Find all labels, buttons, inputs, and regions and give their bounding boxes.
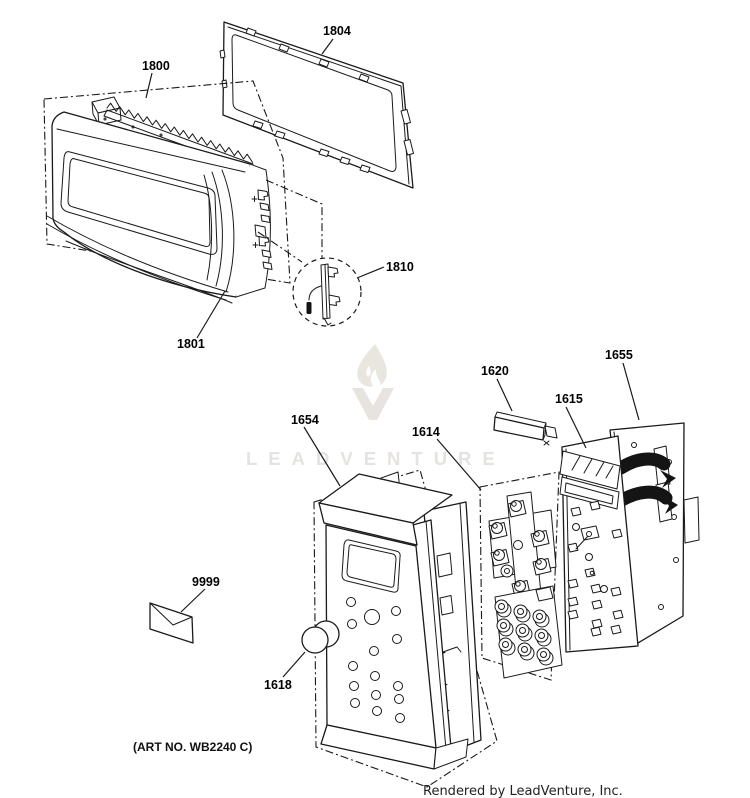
callout-labels: 1800 1804 1801 1810 1620 1615 1655 1654 …: [142, 24, 633, 692]
part-label-1655[interactable]: 1655: [605, 348, 633, 362]
part-label-1801[interactable]: 1801: [177, 337, 205, 351]
door-latch-edge: [251, 189, 273, 270]
display-lens-part-1620: [493, 411, 558, 446]
lower-button-cluster: [494, 585, 563, 679]
door-assembly-part-1800: [43, 80, 291, 304]
literature-envelope-9999: [149, 602, 194, 644]
lower-buttons: [494, 599, 554, 666]
smart-board-part-1615: [559, 435, 639, 653]
part-label-1654[interactable]: 1654: [291, 413, 319, 427]
mounting-straps: [614, 452, 678, 514]
part-label-1620[interactable]: 1620: [481, 364, 509, 378]
door-assembly-boundary: [43, 80, 291, 284]
art-number-text: (ART NO. WB2240 C): [133, 740, 252, 754]
leader-lines: [145, 38, 640, 678]
door-frame-part-1804: [219, 21, 414, 189]
door-handle-curves: [46, 215, 233, 304]
dial-knob-1618: [301, 620, 340, 654]
keypad-button-holes: [346, 597, 405, 723]
part-label-1618[interactable]: 1618: [264, 678, 292, 692]
board-display-lens: [559, 450, 621, 490]
watermark-flame-icon: [357, 344, 387, 387]
button-assembly-part-1614: [479, 471, 563, 681]
start-button-hole: [364, 609, 380, 625]
part-label-1800[interactable]: 1800: [142, 59, 170, 73]
board-toggle-switch: [575, 525, 600, 550]
part-label-1804[interactable]: 1804: [323, 24, 351, 38]
detail-circle: [292, 257, 362, 327]
control-panel-part-1654: [301, 469, 498, 788]
part-label-9999[interactable]: 9999: [192, 575, 220, 589]
watermark-v-icon: [352, 388, 394, 420]
watermark-brand-text: LEADVENTURE: [246, 448, 506, 469]
latch-pin: [306, 302, 312, 314]
footer-credit-text: Rendered by LeadVenture, Inc.: [423, 784, 623, 798]
mid-housing-clips: [436, 552, 454, 616]
upper-button-cluster: [488, 491, 557, 600]
tact-switches: [567, 500, 624, 637]
part-label-1614[interactable]: 1614: [412, 425, 440, 439]
part-label-1615[interactable]: 1615: [555, 392, 583, 406]
panel-visor-front: [318, 502, 418, 546]
latch-detail-1810: [257, 179, 362, 327]
part-label-1810[interactable]: 1810: [386, 260, 414, 274]
door-window: [60, 151, 218, 255]
leadventure-watermark: LEADVENTURE: [246, 344, 506, 469]
control-panel-boundary: [313, 469, 498, 788]
knob-face: [301, 626, 329, 654]
upper-buttons: [488, 500, 552, 598]
watermark-flame-notch: [366, 366, 371, 377]
button-assembly-boundary: [479, 471, 560, 681]
frame-clips: [219, 27, 414, 173]
